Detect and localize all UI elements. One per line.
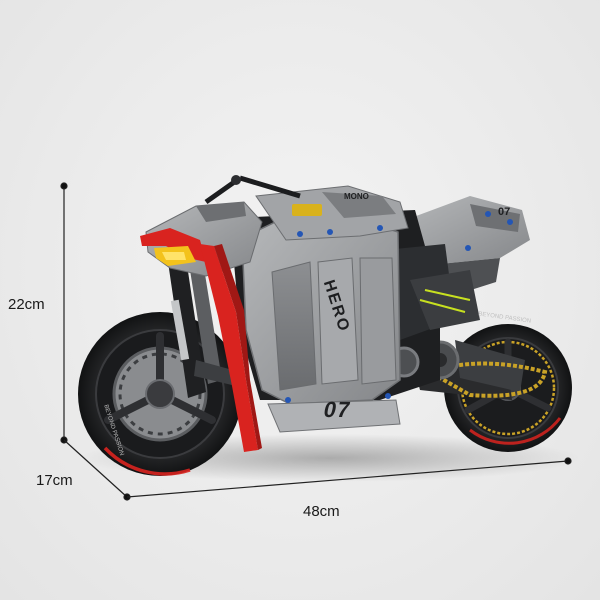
length-dimension-label: 48cm	[303, 503, 340, 520]
front-wheel	[78, 312, 242, 476]
height-dimension-label: 22cm	[8, 296, 45, 313]
front-fork	[168, 258, 240, 398]
depth-dimension-label: 17cm	[36, 472, 73, 489]
height-dot-top	[60, 182, 68, 190]
side-fairing	[241, 185, 409, 433]
length-dot-end	[564, 457, 572, 465]
tail-number: 07	[498, 206, 511, 218]
side-number: 07	[321, 397, 354, 422]
dimension-lines	[60, 182, 572, 501]
depth-dimension-line	[63, 439, 128, 498]
headlight	[154, 246, 196, 266]
length-dimension-line	[126, 460, 569, 498]
seat-lettering: MONO	[344, 192, 369, 201]
handlebar	[204, 175, 322, 216]
